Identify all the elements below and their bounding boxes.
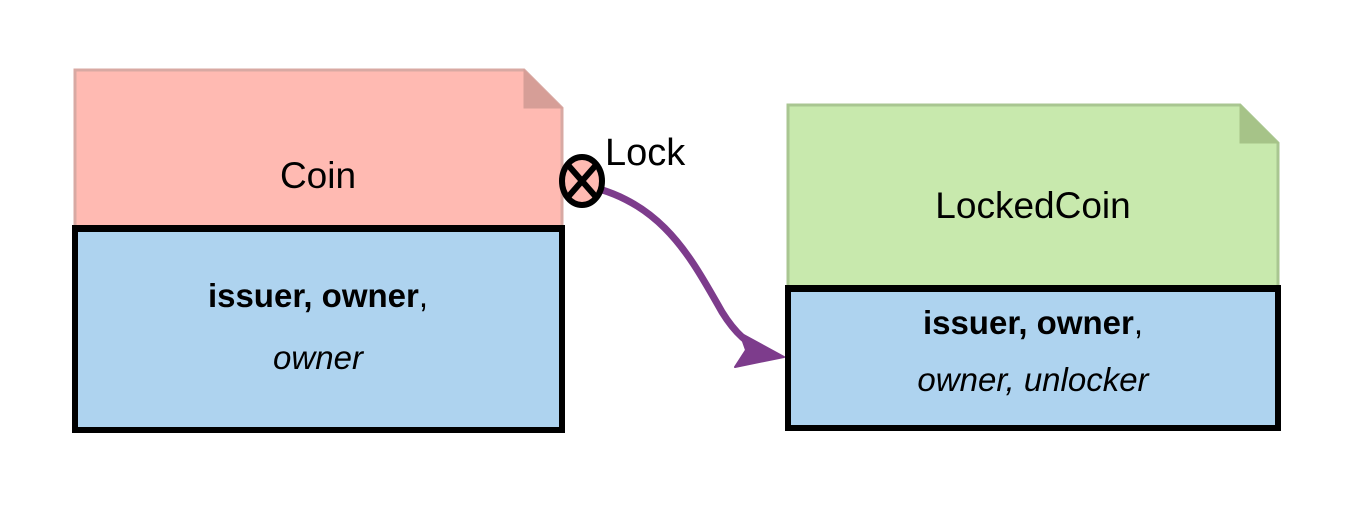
lockedcoin-class-name: LockedCoin (935, 185, 1130, 226)
lockedcoin-header-shape (786, 103, 1280, 290)
coin-header-shape (73, 68, 564, 230)
coin-header-fold-icon (523, 68, 564, 109)
lockedcoin-header-fold-icon (1239, 103, 1280, 144)
class-node-lockedcoin[interactable]: LockedCoin issuer, owner, owner, unlocke… (785, 103, 1281, 431)
coin-class-name: Coin (280, 155, 356, 196)
coin-attributes-line-2: owner (273, 339, 365, 376)
connector-arrowhead-icon (734, 332, 785, 368)
crossed-circle-icon (559, 154, 605, 208)
coin-attributes-line-1: issuer, owner, (208, 277, 428, 314)
lockedcoin-attributes-line-2: owner, unlocker (917, 361, 1150, 398)
connector-curve[interactable] (568, 179, 772, 357)
lockedcoin-attr-bold: issuer, owner (923, 304, 1134, 341)
connector-label: Lock (605, 132, 686, 174)
lockedcoin-attr-comma: , (1134, 304, 1143, 341)
class-node-coin[interactable]: Coin issuer, owner, owner (72, 68, 565, 433)
lockedcoin-body-shape (785, 285, 1281, 431)
coin-body-shape (72, 225, 565, 433)
coin-attr-comma: , (419, 277, 428, 314)
crossed-circle-stroke-b (565, 162, 599, 200)
lockedcoin-attributes-line-1: issuer, owner, (923, 304, 1143, 341)
connector-lock[interactable]: Lock (559, 132, 785, 368)
coin-attr-bold: issuer, owner (208, 277, 419, 314)
